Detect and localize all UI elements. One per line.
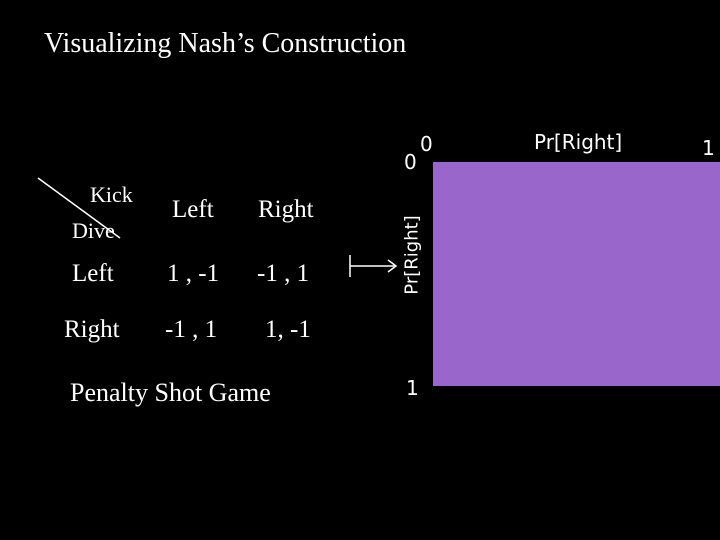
payoff-cell: -1 , 1 — [165, 316, 218, 343]
strategy-square — [433, 162, 720, 386]
header-diagonal — [37, 177, 121, 239]
payoff-cell: 1, -1 — [265, 316, 311, 343]
top-left-y-tick: 0 — [404, 150, 417, 174]
top-axis-label: Pr[Right] — [534, 130, 623, 154]
column-header-left: Left — [172, 196, 214, 223]
header-dive: Dive — [72, 218, 115, 243]
header-kick: Kick — [90, 182, 133, 207]
column-header-right: Right — [258, 196, 314, 223]
payoff-cell: 1 , -1 — [167, 260, 220, 287]
maps-to-arrow-icon — [349, 255, 398, 277]
row-label-right: Right — [64, 316, 120, 343]
top-right-tick: 1 — [702, 136, 715, 160]
payoff-cell: -1 , 1 — [257, 260, 310, 287]
row-label-left: Left — [72, 260, 114, 287]
left-axis-label: Pr[Right] — [401, 215, 423, 295]
table-caption: Penalty Shot Game — [70, 378, 271, 407]
bottom-tick: 1 — [406, 376, 419, 400]
top-left-x-tick: 0 — [420, 132, 433, 156]
slide-title: Visualizing Nash’s Construction — [44, 28, 407, 59]
